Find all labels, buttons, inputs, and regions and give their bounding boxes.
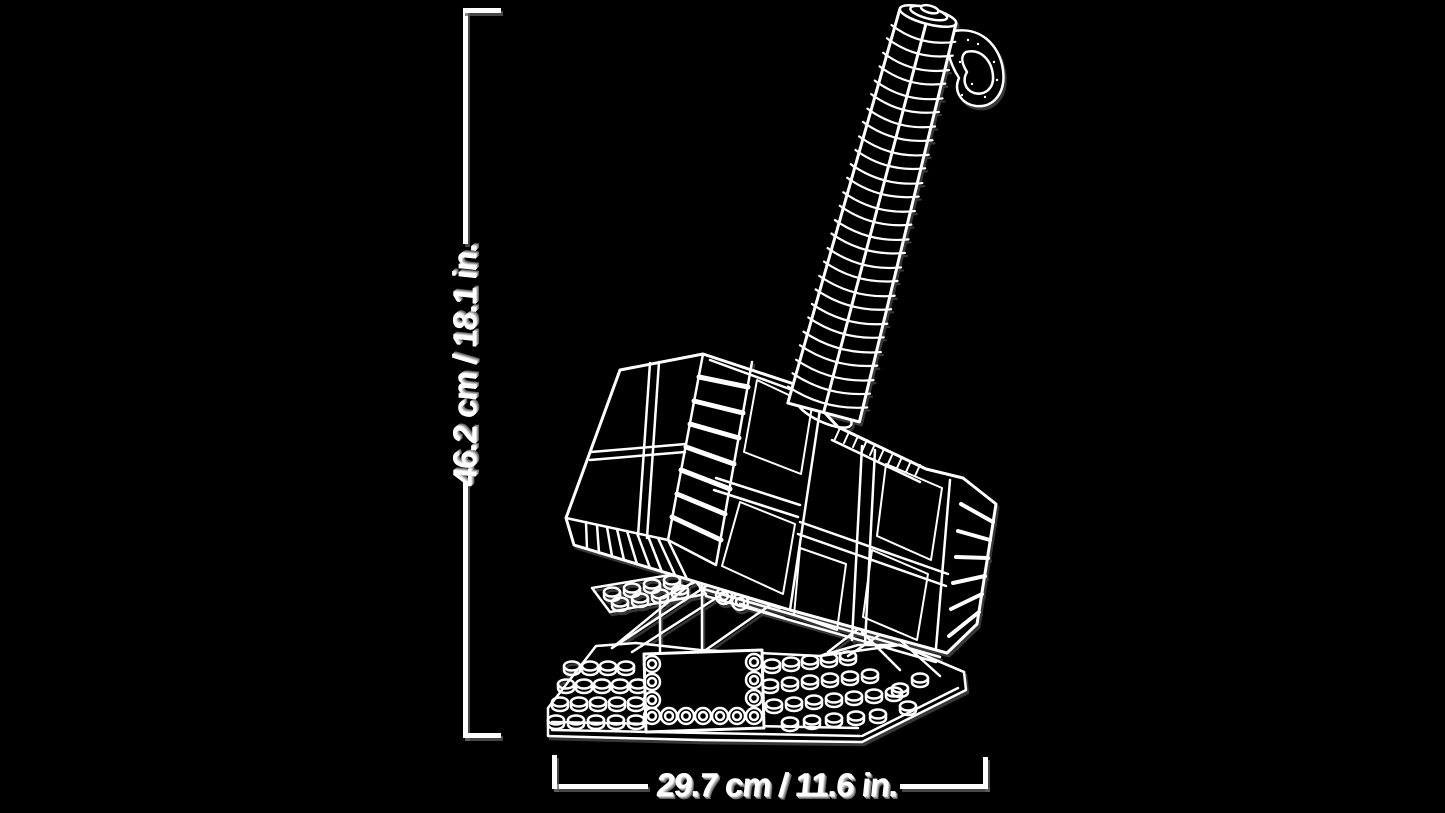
width-dimension-line-left bbox=[552, 784, 648, 789]
height-dimension-line-top bbox=[463, 8, 468, 244]
width-dimension-line-right bbox=[900, 784, 988, 789]
height-dimension-line-bottom bbox=[463, 478, 468, 738]
width-dimension-tick-left bbox=[552, 755, 557, 789]
width-dimension-tick-right bbox=[983, 757, 988, 789]
hammer-head bbox=[566, 354, 996, 653]
height-dimension-tick-bottom bbox=[463, 733, 501, 738]
hammer-handle bbox=[784, 0, 970, 423]
name-plaque bbox=[644, 650, 764, 732]
height-dimension-tick-top bbox=[463, 8, 501, 13]
hammer-strap-loop bbox=[947, 30, 1003, 106]
